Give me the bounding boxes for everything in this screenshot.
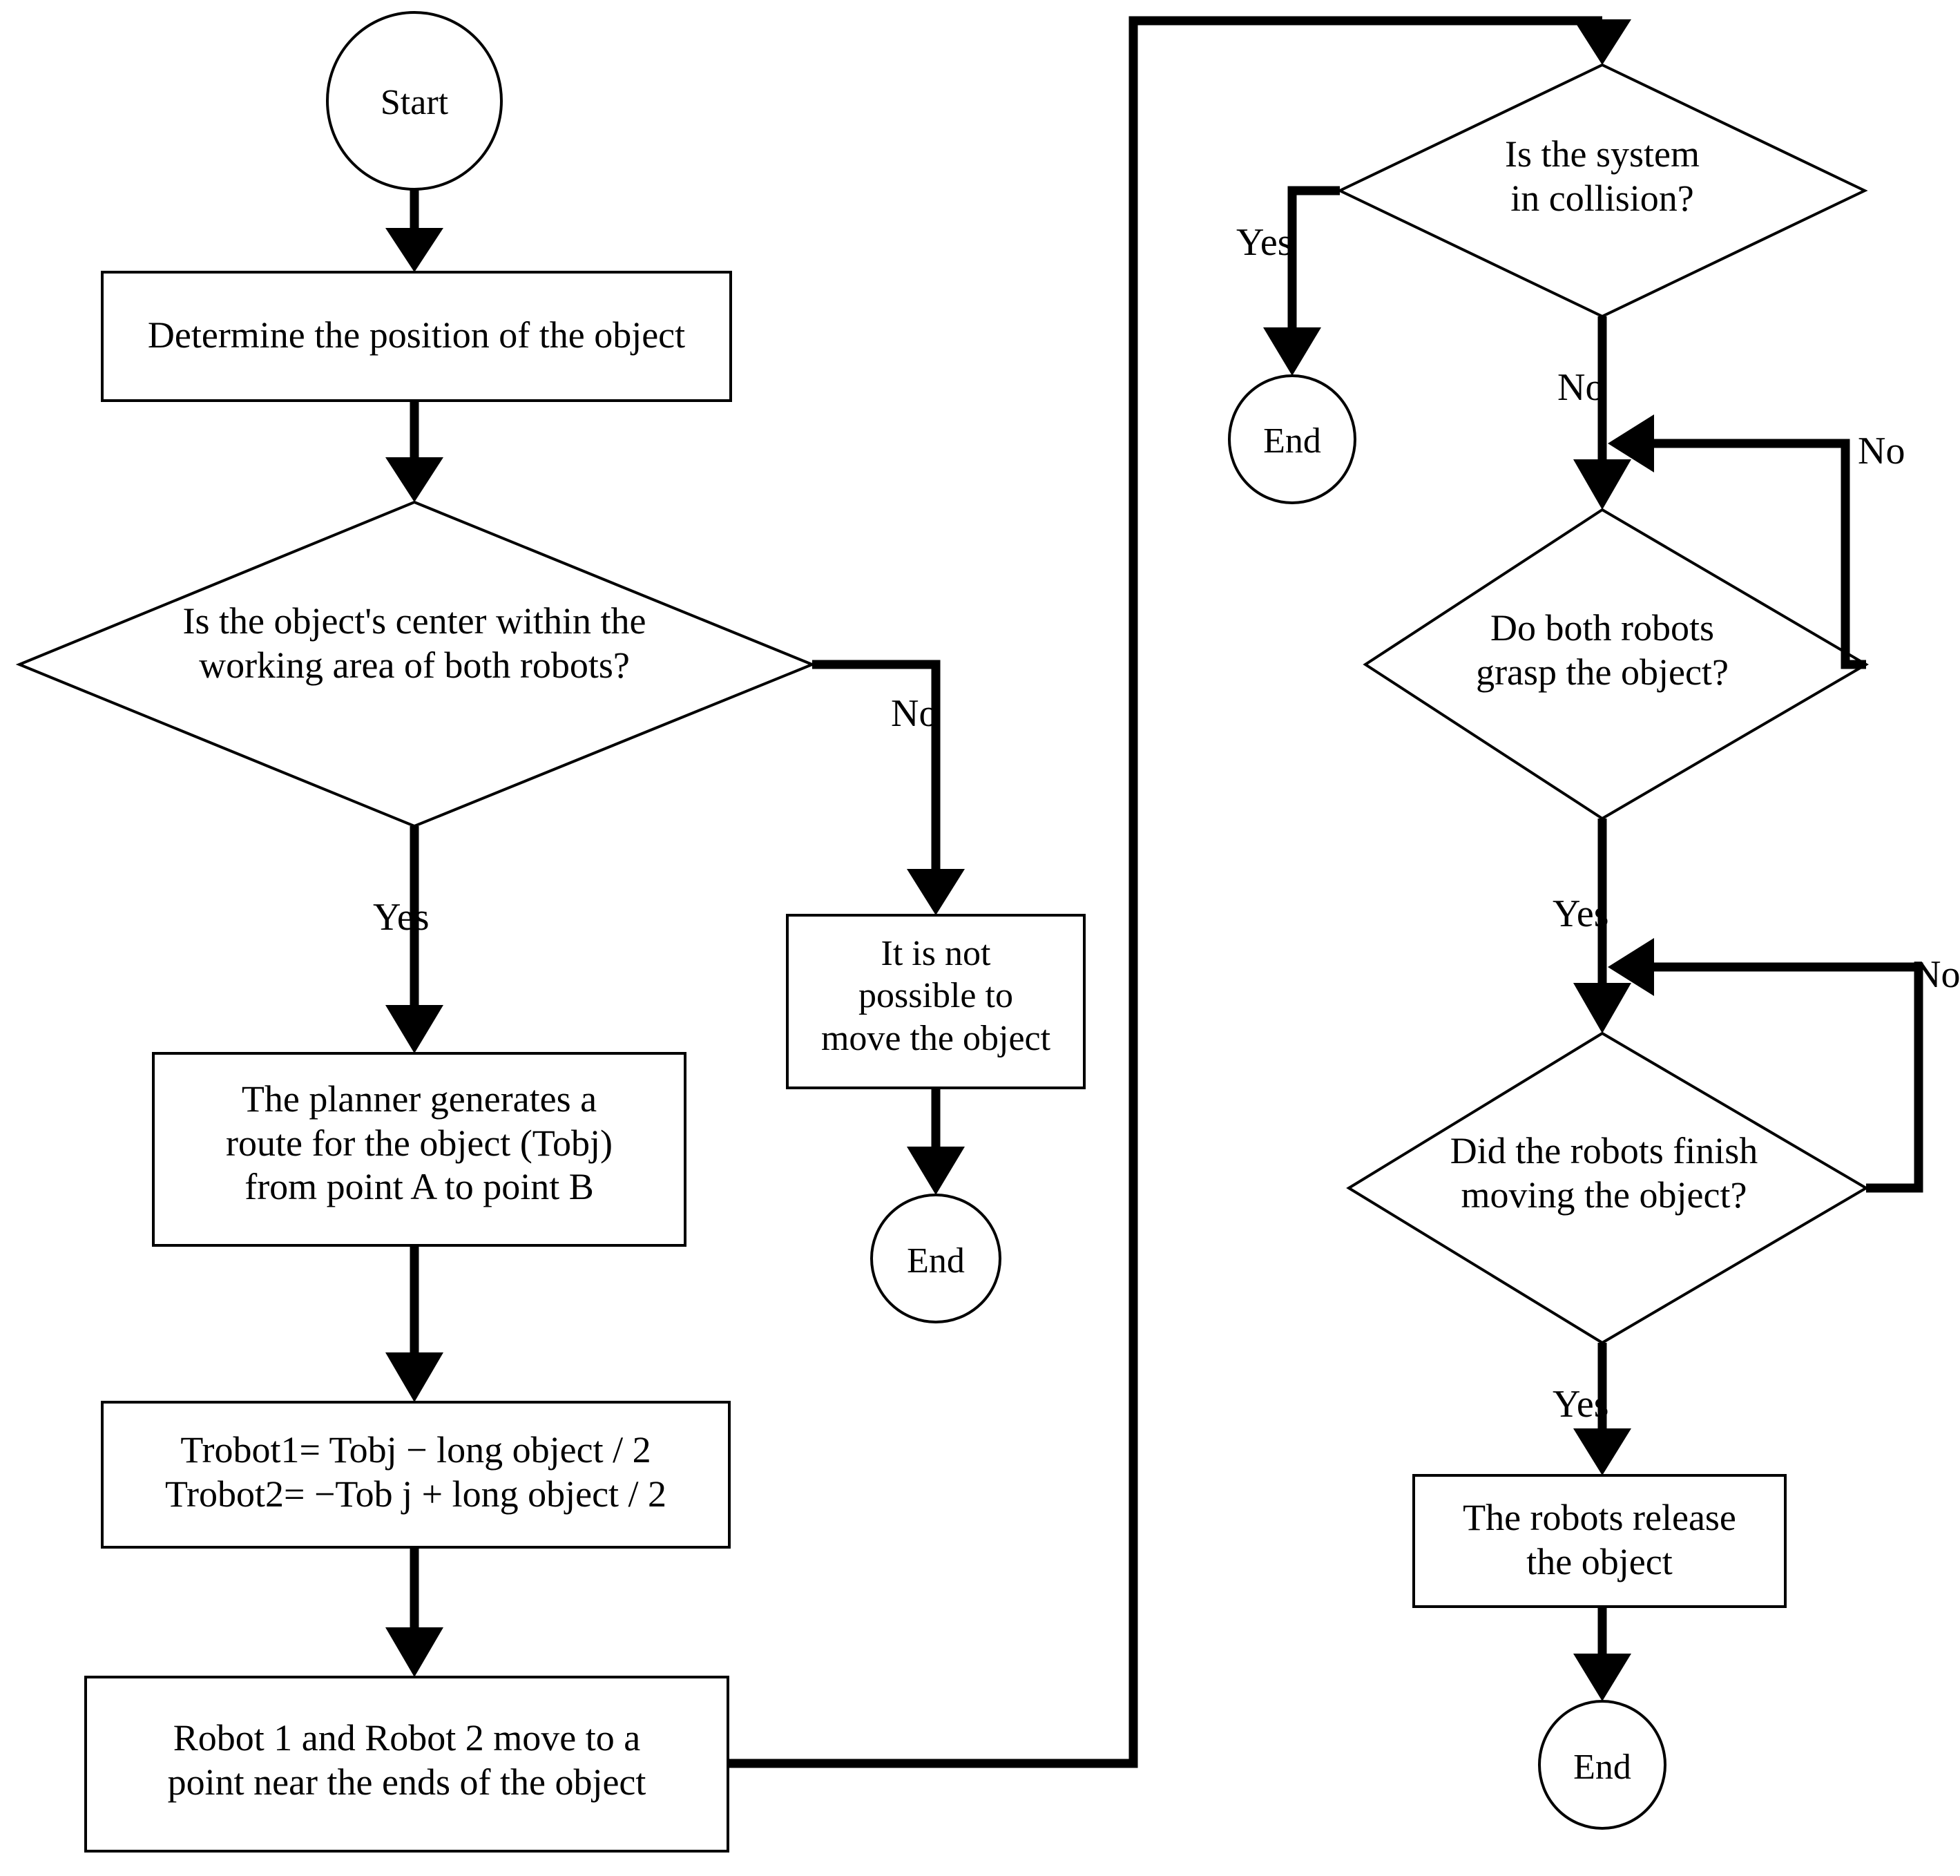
system-in-collision-diamond-shape[interactable] <box>1336 63 1868 318</box>
connector-trobot-to-robots-move <box>385 1547 443 1677</box>
not-possible-box-shape[interactable] <box>786 914 1086 1089</box>
connector-grasp-no-loop <box>1608 414 1866 669</box>
connector-center-yes-to-planner <box>385 826 443 1053</box>
connector-release-to-end <box>1573 1607 1631 1701</box>
connector-finish-no-loop <box>1608 938 1923 1193</box>
end-success-terminator-shape[interactable] <box>1538 1700 1666 1830</box>
connector-not-possible-to-end <box>907 1088 965 1195</box>
start-terminator-shape[interactable] <box>326 11 503 191</box>
connector-finish-yes-to-release <box>1573 1343 1631 1475</box>
planner-route-box-shape[interactable] <box>152 1052 686 1247</box>
robots-release-box-shape[interactable] <box>1412 1474 1787 1608</box>
connector-center-no-to-not-possible <box>812 660 965 915</box>
connector-robots-move-to-collision <box>728 16 1631 1768</box>
connector-determine-to-center-question <box>385 399 443 502</box>
center-within-area-diamond-shape[interactable] <box>15 500 816 828</box>
connector-planner-to-trobot <box>385 1245 443 1402</box>
robots-move-near-ends-box-shape[interactable] <box>84 1676 729 1853</box>
determine-position-box-shape[interactable] <box>101 271 732 402</box>
both-robots-grasp-diamond-shape[interactable] <box>1363 508 1869 821</box>
connector-grasp-yes-to-finish <box>1573 819 1631 1033</box>
end-not-possible-terminator-shape[interactable] <box>870 1194 1001 1323</box>
connector-collision-no-to-grasp <box>1573 316 1631 510</box>
trobot-equations-box-shape[interactable] <box>101 1401 731 1549</box>
connector-collision-yes-to-end <box>1263 186 1340 376</box>
robots-finish-moving-diamond-shape[interactable] <box>1346 1031 1869 1345</box>
connector-start-to-determine <box>385 188 443 272</box>
end-collision-terminator-shape[interactable] <box>1228 374 1356 504</box>
